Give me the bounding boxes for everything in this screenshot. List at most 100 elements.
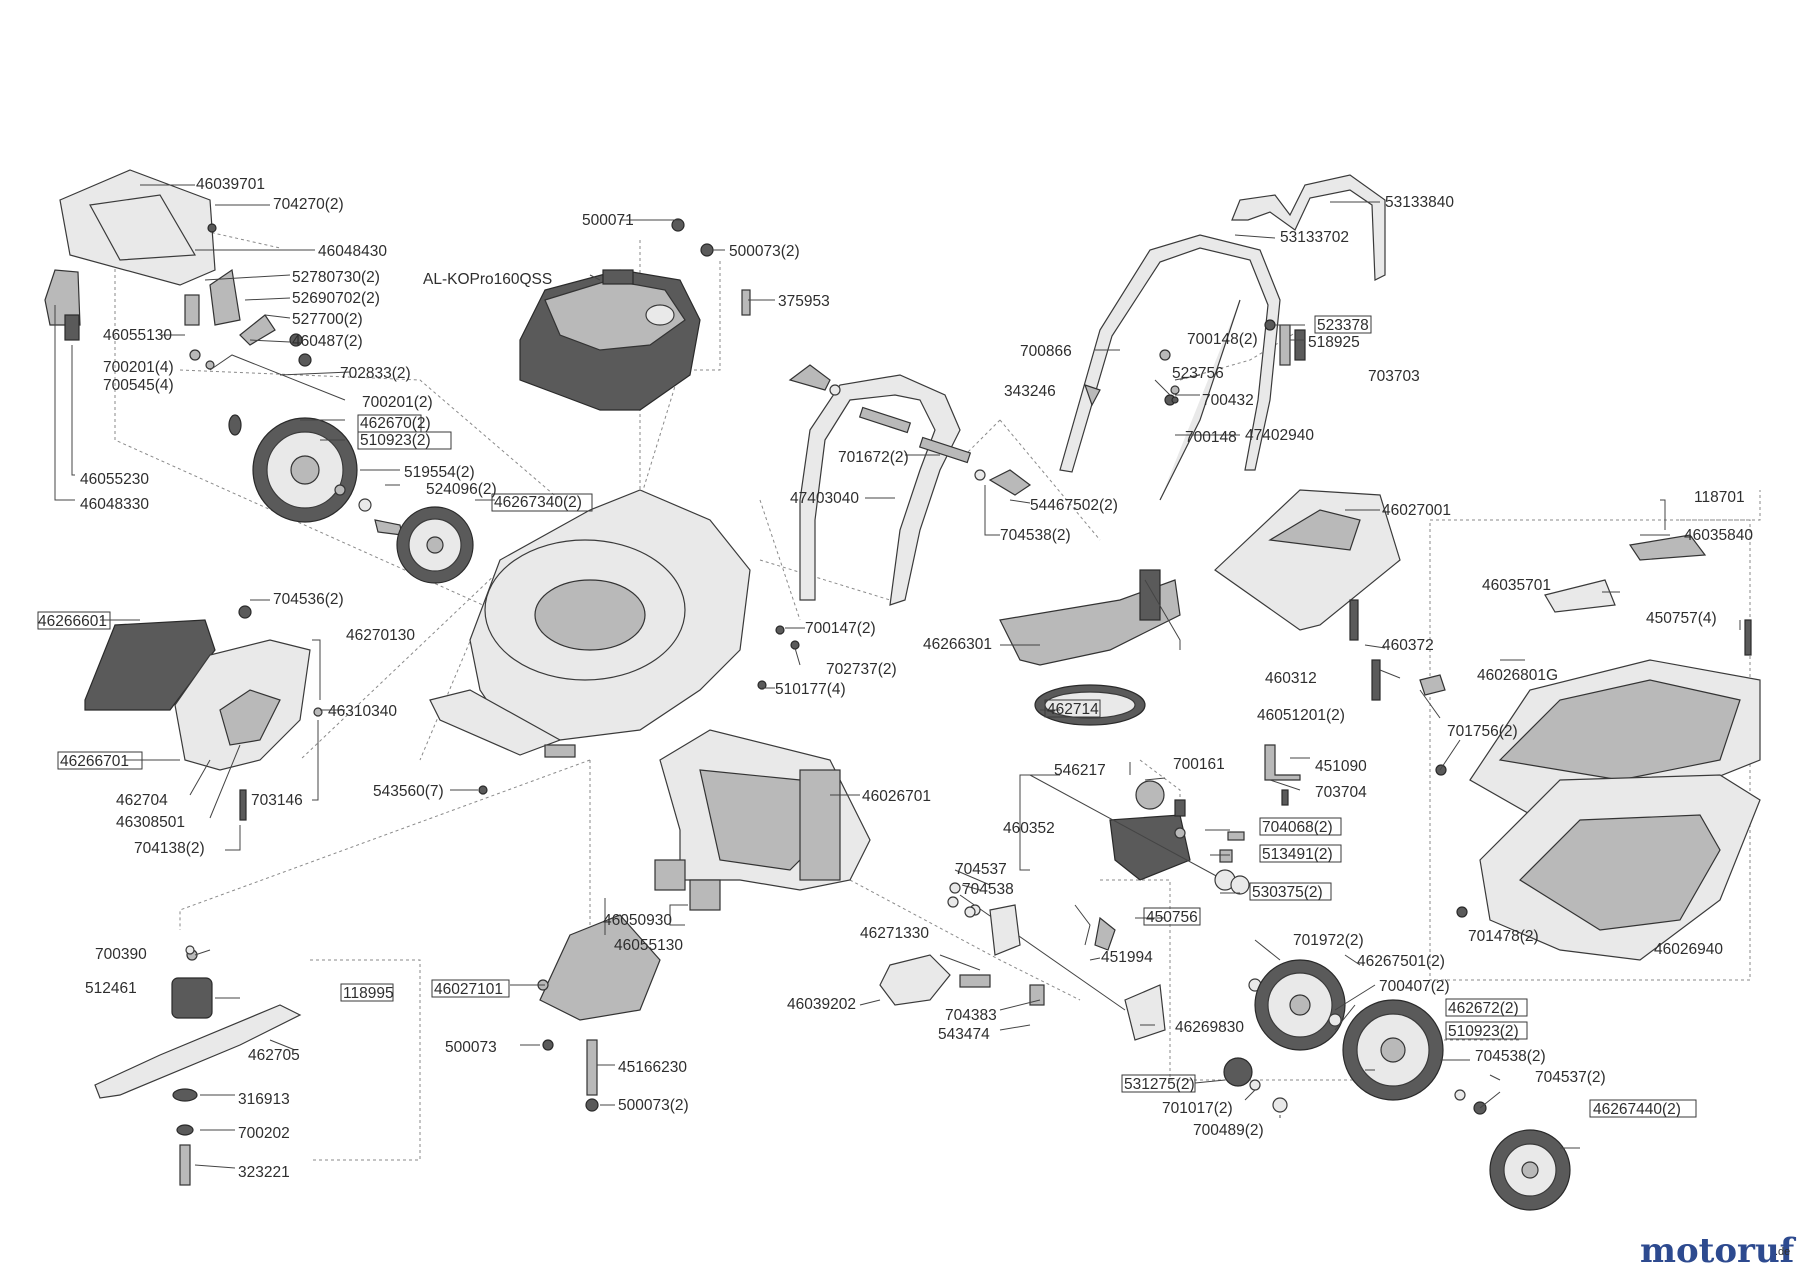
part-label-462714: 462714 bbox=[1047, 701, 1099, 718]
part-label-704138-2: 704138(2) bbox=[134, 840, 205, 857]
part-label-500073-2-b: 500073(2) bbox=[618, 1097, 689, 1114]
flap-bracket-part bbox=[44, 269, 81, 326]
part-label-46051201-2: 46051201(2) bbox=[1257, 707, 1345, 724]
part-label-46026940: 46026940 bbox=[1654, 941, 1723, 958]
engine-part bbox=[519, 218, 751, 411]
part-label-46270130: 46270130 bbox=[346, 627, 415, 644]
part-label-519554-2: 519554(2) bbox=[404, 464, 475, 481]
part-label-46050930: 46050930 bbox=[603, 912, 672, 929]
part-label-460312: 460312 bbox=[1265, 670, 1317, 687]
model-label: AL-KOPro160QSS bbox=[423, 271, 552, 288]
part-label-462705: 462705 bbox=[248, 1047, 300, 1064]
part-label-46039202: 46039202 bbox=[787, 996, 856, 1013]
part-label-53133702: 53133702 bbox=[1280, 229, 1349, 246]
part-label-704538-2-a: 704538(2) bbox=[1000, 527, 1071, 544]
part-label-700432: 700432 bbox=[1202, 392, 1254, 409]
part-label-46271330: 46271330 bbox=[860, 925, 929, 942]
assembly-guide-lines bbox=[114, 229, 1761, 1161]
part-label-524096-2: 524096(2) bbox=[426, 481, 497, 498]
part-label-701672-2: 701672(2) bbox=[838, 449, 909, 466]
upper-handle-part bbox=[1059, 174, 1386, 501]
part-label-460487-2: 460487(2) bbox=[292, 333, 363, 350]
leader-lines bbox=[54, 184, 1741, 1169]
part-label-460372: 460372 bbox=[1382, 637, 1434, 654]
part-label-700202: 700202 bbox=[238, 1125, 290, 1142]
part-label-462670-2: 462670(2) bbox=[360, 415, 431, 432]
part-label-704537-2: 704537(2) bbox=[1535, 1069, 1606, 1086]
part-label-46035701: 46035701 bbox=[1482, 577, 1551, 594]
part-label-704068-2: 704068(2) bbox=[1262, 819, 1333, 836]
part-label-500071: 500071 bbox=[582, 212, 634, 229]
part-label-47402940: 47402940 bbox=[1245, 427, 1314, 444]
part-label-118995: 118995 bbox=[343, 985, 394, 1002]
part-label-704383: 704383 bbox=[945, 1007, 997, 1024]
part-label-703704: 703704 bbox=[1315, 784, 1367, 801]
part-label-700147-2: 700147(2) bbox=[805, 620, 876, 637]
watermark-tld: .de bbox=[1775, 1246, 1790, 1258]
part-label-46267440-2: 46267440(2) bbox=[1593, 1101, 1681, 1118]
part-label-462704: 462704 bbox=[116, 792, 168, 809]
part-label-518925: 518925 bbox=[1308, 334, 1360, 351]
part-label-52690702-2: 52690702(2) bbox=[292, 290, 380, 307]
part-label-510923-2-b: 510923(2) bbox=[1448, 1023, 1519, 1040]
part-label-343246: 343246 bbox=[1004, 383, 1056, 400]
part-label-45166230: 45166230 bbox=[618, 1059, 687, 1076]
part-label-46048430: 46048430 bbox=[318, 243, 387, 260]
part-label-701478-2: 701478(2) bbox=[1468, 928, 1539, 945]
part-label-46048330: 46048330 bbox=[80, 496, 149, 513]
part-label-46310340: 46310340 bbox=[328, 703, 397, 720]
part-label-316913: 316913 bbox=[238, 1091, 290, 1108]
part-label-701972-2: 701972(2) bbox=[1293, 932, 1364, 949]
part-label-512461: 512461 bbox=[85, 980, 137, 997]
part-label-46267501-2: 46267501(2) bbox=[1357, 953, 1445, 970]
part-label-704536-2: 704536(2) bbox=[273, 591, 344, 608]
part-label-52780730-2: 52780730(2) bbox=[292, 269, 380, 286]
drive-transmission-part bbox=[1029, 684, 1301, 951]
part-label-46269830: 46269830 bbox=[1175, 1019, 1244, 1036]
part-label-700866: 700866 bbox=[1020, 343, 1072, 360]
part-drawings bbox=[44, 169, 1761, 1211]
part-label-523378: 523378 bbox=[1317, 317, 1369, 334]
grass-catcher-part bbox=[1435, 659, 1761, 961]
part-label-46039701: 46039701 bbox=[196, 176, 265, 193]
part-label-510923-2-a: 510923(2) bbox=[360, 432, 431, 449]
part-labels: 46039701 704270(2) 46048430 52780730(2) … bbox=[38, 176, 1753, 1181]
part-label-46055130-a: 46055130 bbox=[103, 327, 172, 344]
grass-catcher-lid-part bbox=[1214, 489, 1401, 631]
part-label-323221: 323221 bbox=[238, 1164, 290, 1181]
part-label-500073-a: 500073 bbox=[445, 1039, 497, 1056]
part-label-703703: 703703 bbox=[1368, 368, 1420, 385]
label-frames bbox=[37, 315, 1697, 1118]
part-label-703146: 703146 bbox=[251, 792, 303, 809]
part-label-46266601: 46266601 bbox=[38, 613, 107, 630]
part-label-700148: 700148 bbox=[1185, 429, 1237, 446]
part-label-450757-4: 450757(4) bbox=[1646, 610, 1717, 627]
side-discharge-part bbox=[84, 605, 323, 821]
part-label-460352: 460352 bbox=[1003, 820, 1055, 837]
part-label-543474: 543474 bbox=[938, 1026, 990, 1043]
part-label-46035840: 46035840 bbox=[1684, 527, 1753, 544]
part-label-47403040: 47403040 bbox=[790, 490, 859, 507]
part-label-704538-2-b: 704538(2) bbox=[1475, 1048, 1546, 1065]
front-axle-part bbox=[879, 882, 1166, 1041]
part-label-46026701: 46026701 bbox=[862, 788, 931, 805]
part-label-523756: 523756 bbox=[1172, 365, 1224, 382]
part-label-46027101: 46027101 bbox=[434, 981, 503, 998]
part-label-46027001: 46027001 bbox=[1382, 502, 1451, 519]
part-label-700201-2: 700201(2) bbox=[362, 394, 433, 411]
part-label-546217: 546217 bbox=[1054, 762, 1106, 779]
part-label-450756: 450756 bbox=[1146, 909, 1198, 926]
part-label-530375-2: 530375(2) bbox=[1252, 884, 1323, 901]
part-label-46308501: 46308501 bbox=[116, 814, 185, 831]
mower-deck-part bbox=[429, 489, 800, 795]
part-label-543560-7: 543560(7) bbox=[373, 783, 444, 800]
part-label-704538-a: 704538 bbox=[962, 881, 1014, 898]
part-label-700390: 700390 bbox=[95, 946, 147, 963]
rear-chute-part bbox=[654, 729, 871, 911]
part-label-462672-2: 462672(2) bbox=[1448, 1000, 1519, 1017]
part-label-510177-4: 510177(4) bbox=[775, 681, 846, 698]
part-label-527700-2: 527700(2) bbox=[292, 311, 363, 328]
part-label-46055130-b: 46055130 bbox=[614, 937, 683, 954]
mulch-insert-part bbox=[999, 579, 1181, 666]
